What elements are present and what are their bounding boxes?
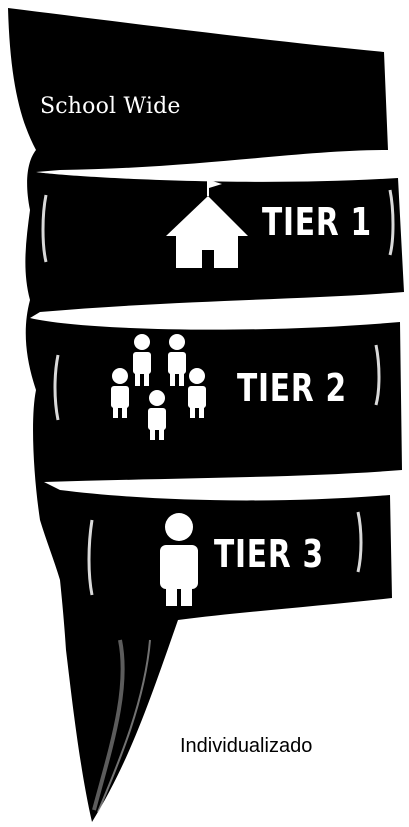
individualizado-label: Individualizado — [180, 735, 312, 758]
ribbon-body — [8, 8, 404, 822]
tier-3-label: TIER 3 — [214, 532, 324, 576]
tier-1-label: TIER 1 — [262, 200, 372, 244]
tier-2-label: TIER 2 — [237, 366, 347, 410]
school-wide-label: School Wide — [40, 94, 181, 119]
